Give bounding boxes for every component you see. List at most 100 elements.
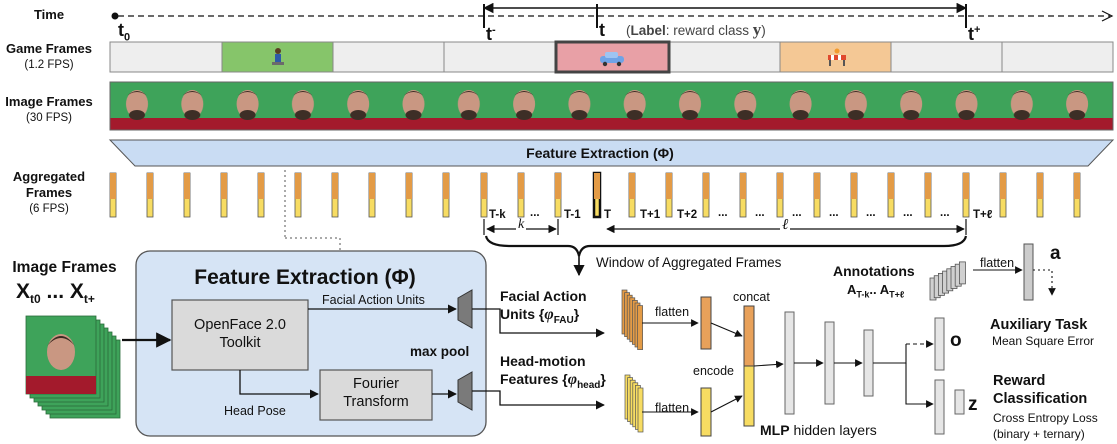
aggregated-frame-bar	[999, 172, 1007, 218]
flatten-top-label: flatten	[655, 305, 690, 319]
aggregated-frame-bar	[1073, 172, 1081, 218]
reward-sub-2: (binary + ternary)	[993, 427, 1085, 441]
k-label: k	[516, 217, 527, 232]
input-title: Image Frames	[12, 259, 117, 276]
input-range: Xt0 ... Xt+	[16, 280, 95, 307]
flatten-head-vector	[700, 387, 712, 437]
head-label-2: Features {φhead}	[500, 371, 606, 391]
mlp-arrows	[642, 266, 1056, 416]
image-frames-label: Image Frames	[5, 94, 93, 109]
hidden-layer-3	[863, 329, 874, 397]
agg-dots-8: ...	[940, 207, 950, 219]
encode-label: encode	[693, 364, 735, 378]
fourier-label-1: Fourier	[353, 376, 399, 392]
aggregated-label-2: Frames	[25, 185, 73, 200]
aggregated-frame-bar	[776, 172, 784, 218]
reward-sub-1: Cross Entropy Loss	[993, 411, 1098, 425]
dotted-connector	[284, 170, 341, 252]
agg-dots-3: ...	[755, 207, 765, 219]
t-label: t	[599, 20, 605, 40]
max-pool-label: max pool	[410, 344, 470, 359]
openface-box	[171, 299, 309, 371]
barrier-sprite-icon	[828, 48, 846, 66]
aggregated-frame-bar	[517, 172, 525, 218]
aggregated-frame-bar	[480, 172, 488, 218]
a-output-label: a	[1050, 243, 1061, 264]
aggregated-fps-label: (6 FPS)	[29, 203, 69, 215]
person-sprite-icon	[272, 48, 284, 65]
car-sprite-icon	[600, 52, 624, 67]
agg-t-plus-l: T+ℓ	[973, 209, 993, 221]
aggregated-frame-bar	[554, 172, 562, 218]
flatten-bottom-label: flatten	[655, 401, 690, 415]
aggregated-frame-bar	[442, 172, 450, 218]
aggregated-frame-bar	[1036, 172, 1044, 218]
window-label: Window of Aggregated Frames	[596, 255, 782, 270]
time-label: Time	[33, 7, 65, 22]
openface-label-2: Toolkit	[219, 335, 261, 351]
output-z-2	[954, 389, 965, 415]
openface-label-1: OpenFace 2.0	[194, 317, 286, 333]
annotations-label: Annotations	[833, 263, 915, 279]
image-frames-strip	[109, 81, 1114, 131]
aggregated-frame-bar	[813, 172, 821, 218]
fau-edge-label: Facial Action Units	[322, 293, 425, 307]
agg-t: T	[604, 209, 612, 221]
aggregated-frame-bar	[109, 172, 117, 218]
input-frame-stack	[25, 315, 121, 419]
agg-dots-4: ...	[792, 207, 802, 219]
output-o	[934, 317, 945, 371]
aggregated-frame-bar	[702, 172, 710, 218]
head-label-1: Head-motion	[500, 353, 586, 369]
max-pool-top	[457, 289, 473, 329]
mlp-label: MLP hidden layers	[760, 422, 877, 438]
aggregated-frame-bar	[146, 172, 154, 218]
input-frame	[25, 315, 97, 395]
aggregated-frame-bar	[183, 172, 191, 218]
agg-t-minus-k: T-k	[489, 209, 506, 221]
aggregated-frame-bar	[924, 172, 932, 218]
fourier-label-2: Transform	[343, 394, 409, 410]
aggregated-frame-bar	[220, 172, 228, 218]
aggregated-frames	[109, 171, 1081, 219]
fe-arrows	[122, 304, 605, 410]
aggregated-frame-bar	[294, 172, 302, 218]
game-fps-label: (1.2 FPS)	[24, 59, 74, 71]
feature-slice	[637, 387, 644, 433]
aggregated-frame-bar	[739, 172, 747, 218]
agg-dots-1: ...	[530, 207, 540, 219]
reward-label-text: (Label: reward class y)	[626, 20, 766, 39]
hidden-layer-1	[784, 311, 795, 415]
aggregated-frame-bar	[665, 172, 673, 218]
agg-dots-2: ...	[718, 207, 728, 219]
reward-title-1: Reward	[993, 373, 1046, 389]
aggregated-frame-bar	[592, 171, 602, 219]
agg-t-plus-2: T+2	[677, 209, 698, 221]
fau-label-1: Facial Action	[500, 288, 587, 304]
agg-dots-6: ...	[866, 207, 876, 219]
flatten-ann-label: flatten	[980, 256, 1015, 270]
output-z-1	[934, 379, 945, 435]
aggregated-frame-bar	[962, 172, 970, 218]
aggregated-frame-bar	[628, 172, 636, 218]
agg-dots-7: ...	[903, 207, 913, 219]
t0-label: t0	[118, 20, 131, 44]
feature-extraction-bar	[108, 139, 1115, 167]
feature-extraction-bar-label: Feature Extraction (Φ)	[526, 145, 674, 161]
mlp-network	[700, 243, 1034, 437]
concat-bottom	[743, 365, 755, 427]
game-frames-label: Game Frames	[6, 41, 92, 56]
reward-title-2: Classification	[993, 391, 1088, 407]
max-pool-bottom	[457, 371, 473, 411]
agg-t-minus-1: T-1	[564, 209, 581, 221]
time-axis	[111, 2, 1114, 28]
agg-dots-5: ...	[829, 207, 839, 219]
head-feature-stack	[624, 374, 644, 433]
hidden-layer-2	[824, 321, 835, 405]
game-frames-strip	[109, 40, 1114, 74]
concat-label: concat	[733, 290, 770, 304]
aggregated-frame-bar	[257, 172, 265, 218]
fau-label-2: Units {φFAU}	[500, 306, 580, 326]
o-output-label: o	[950, 330, 962, 351]
